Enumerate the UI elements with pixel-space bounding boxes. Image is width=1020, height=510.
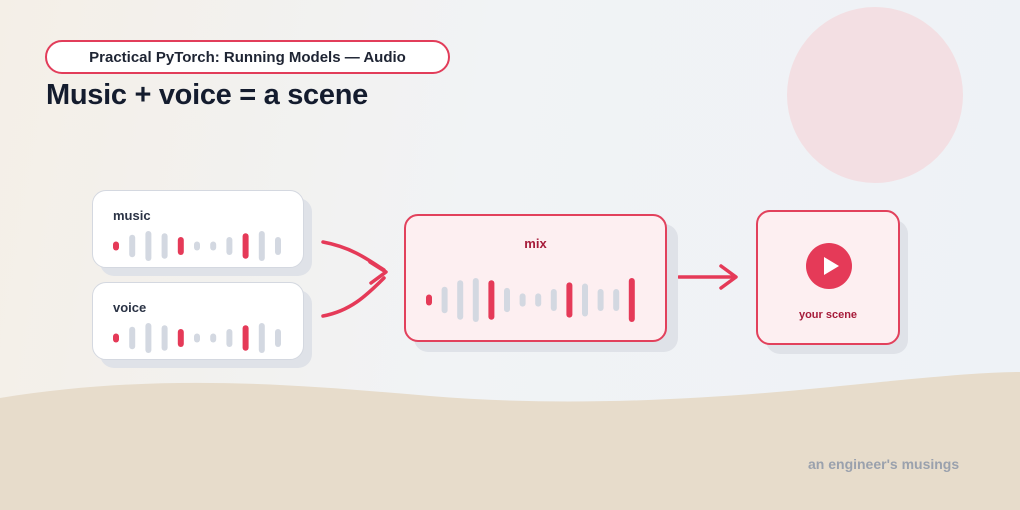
footer-credit: an engineer's musings (808, 456, 960, 472)
waveform-bar (504, 287, 510, 313)
mix-waveform (426, 278, 635, 322)
waveform-bar (597, 289, 604, 311)
music-waveform (113, 231, 281, 261)
music-card: music (92, 190, 304, 268)
waveform-bar (535, 293, 542, 307)
waveform-bar (129, 234, 136, 258)
waveform-bar (488, 280, 495, 320)
voice-waveform (113, 323, 281, 353)
waveform-bar (457, 280, 464, 320)
series-pill: Practical PyTorch: Running Models — Audi… (45, 40, 450, 74)
waveform-bar (177, 329, 184, 347)
waveform-bar (226, 329, 233, 347)
waveform-bar (226, 237, 233, 255)
waveform-bar (613, 289, 620, 311)
waveform-bar (145, 231, 152, 261)
waveform-bar (258, 231, 265, 261)
waveform-bar (628, 278, 635, 322)
waveform-bar (177, 237, 184, 255)
waveform-bar (145, 323, 152, 353)
waveform-bar (258, 323, 265, 353)
waveform-bar (194, 333, 200, 343)
scene-card: your scene (756, 210, 900, 345)
waveform-bar (161, 233, 168, 259)
sun-circle (787, 7, 963, 183)
waveform-bar (242, 325, 249, 351)
waveform-bar (275, 237, 281, 255)
mix-label: mix (524, 236, 547, 251)
waveform-bar (242, 233, 249, 259)
waveform-bar (582, 283, 588, 317)
mix-card: mix (404, 214, 667, 342)
waveform-bar (519, 293, 526, 307)
voice-card: voice (92, 282, 304, 360)
waveform-bar (161, 325, 168, 351)
waveform-bar (550, 289, 557, 311)
scene-label: your scene (798, 309, 858, 321)
play-icon[interactable] (806, 243, 852, 289)
waveform-bar (210, 241, 217, 251)
waveform-bar (113, 241, 119, 251)
waveform-bar (426, 294, 432, 306)
waveform-bar (129, 326, 136, 350)
waveform-bar (441, 286, 448, 314)
series-pill-text: Practical PyTorch: Running Models — Audi… (89, 48, 406, 66)
waveform-bar (210, 333, 217, 343)
waveform-bar (194, 241, 200, 251)
page-title: Music + voice = a scene (46, 79, 368, 111)
waveform-bar (275, 329, 281, 347)
waveform-bar (113, 333, 119, 343)
voice-label: voice (113, 300, 147, 315)
waveform-bar (472, 278, 479, 322)
waveform-bar (566, 282, 573, 318)
music-label: music (113, 208, 151, 223)
